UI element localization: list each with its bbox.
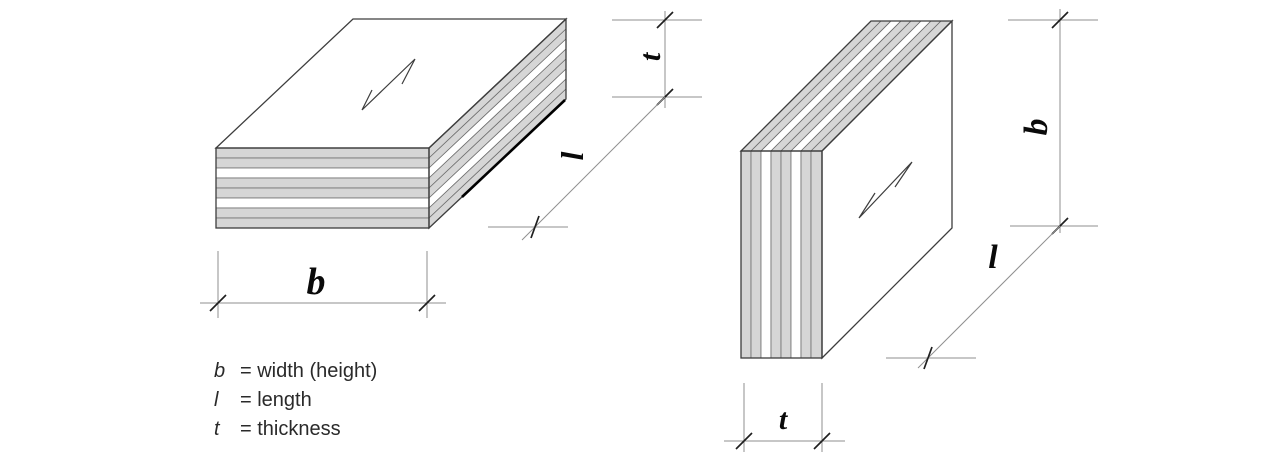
right-panel-top-laminations <box>740 20 953 152</box>
dimension-label-l-right: l <box>988 239 998 276</box>
left-panel-front-laminations <box>215 147 430 229</box>
legend-symbol-l: l <box>214 389 219 411</box>
legend-symbol-b: b <box>214 360 226 382</box>
legend-row-t: t = thickness <box>214 418 377 447</box>
dimension-l-right <box>886 225 1061 370</box>
left-panel <box>214 17 568 230</box>
right-panel-side-outline <box>821 19 953 360</box>
grain-direction-arrow-left <box>361 58 416 111</box>
dimension-label-b-right: b <box>1018 118 1055 136</box>
dimension-label-b-left: b <box>306 261 326 303</box>
dimension-t-right <box>724 383 845 452</box>
left-panel-top-face <box>216 19 566 148</box>
legend-definition-b: = width (height) <box>240 360 378 382</box>
legend-symbol-t: t <box>214 418 220 440</box>
legend-row-b: b = width (height) <box>214 360 377 389</box>
left-panel-shadow-edge <box>461 99 566 198</box>
legend-row-l: l = length <box>214 389 377 418</box>
right-panel-side-face <box>822 21 952 358</box>
legend: b = width (height) l = length t = thickn… <box>214 360 377 447</box>
right-panel <box>739 19 954 360</box>
grain-direction-arrow-right <box>858 161 913 219</box>
dimension-label-t-right: t <box>778 403 788 436</box>
dimension-label-l-left: l <box>554 151 590 161</box>
dimension-b-left <box>200 251 446 318</box>
right-panel-front-laminations <box>740 150 823 359</box>
dimension-label-t-left: t <box>634 52 667 62</box>
legend-definition-l: = length <box>240 389 312 411</box>
dimension-l-left <box>488 96 666 241</box>
legend-definition-t: = thickness <box>240 418 341 440</box>
left-panel-side-outline <box>428 17 567 230</box>
